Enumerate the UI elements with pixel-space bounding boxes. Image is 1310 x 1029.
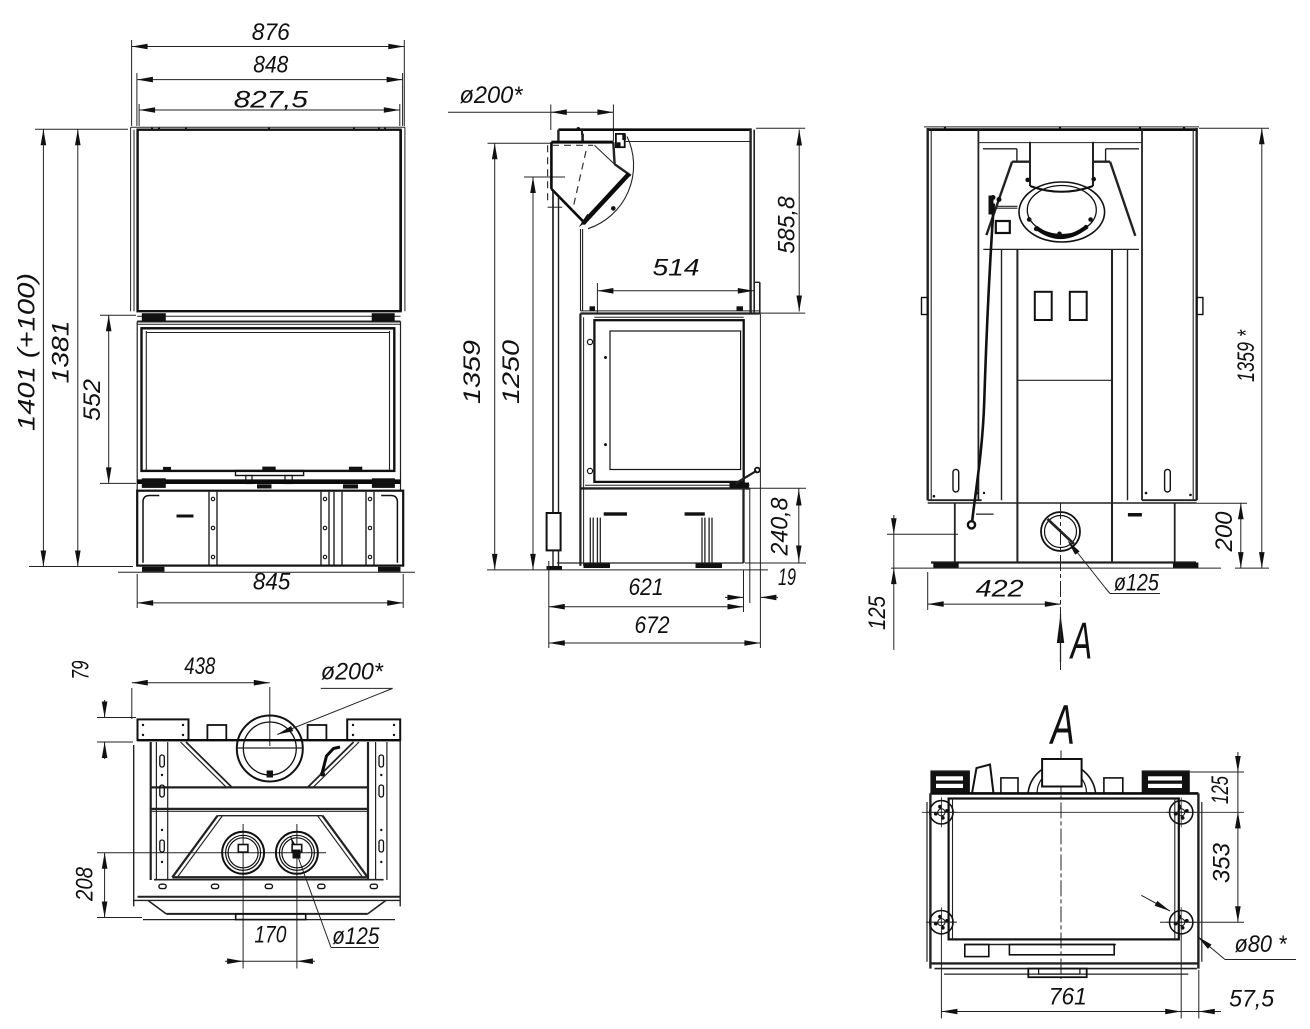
svg-text:672: 672 — [635, 612, 670, 639]
svg-text:79: 79 — [68, 661, 95, 680]
svg-text:208: 208 — [71, 866, 98, 901]
svg-text:1359 *: 1359 * — [1233, 330, 1260, 382]
svg-text:ø125: ø125 — [332, 923, 380, 950]
svg-text:761: 761 — [1049, 984, 1087, 1011]
svg-text:1250: 1250 — [498, 339, 525, 404]
svg-text:170: 170 — [254, 921, 287, 948]
svg-text:240,8: 240,8 — [767, 497, 794, 557]
svg-text:1359: 1359 — [459, 340, 486, 404]
svg-text:422: 422 — [976, 575, 1024, 602]
svg-text:1401 (+100): 1401 (+100) — [14, 273, 41, 431]
svg-text:353: 353 — [1209, 842, 1236, 883]
svg-text:585,8: 585,8 — [774, 196, 801, 254]
svg-text:848: 848 — [253, 52, 289, 79]
svg-text:876: 876 — [252, 19, 291, 46]
svg-text:552: 552 — [79, 379, 106, 421]
svg-text:ø200*: ø200* — [321, 659, 384, 686]
svg-text:57,5: 57,5 — [1229, 985, 1275, 1012]
svg-text:19: 19 — [778, 564, 796, 591]
svg-text:A: A — [1069, 612, 1092, 670]
svg-text:621: 621 — [629, 574, 664, 601]
svg-text:1381: 1381 — [48, 321, 75, 384]
svg-text:125: 125 — [1207, 776, 1234, 804]
svg-text:ø80 *: ø80 * — [1235, 931, 1288, 958]
svg-text:ø200*: ø200* — [460, 82, 524, 109]
svg-text:514: 514 — [653, 255, 700, 282]
svg-text:200: 200 — [1211, 511, 1238, 553]
svg-text:438: 438 — [184, 653, 216, 680]
svg-text:827,5: 827,5 — [234, 86, 309, 113]
svg-text:A: A — [1049, 693, 1075, 756]
svg-text:ø125: ø125 — [1114, 570, 1160, 597]
svg-text:125: 125 — [864, 595, 891, 630]
